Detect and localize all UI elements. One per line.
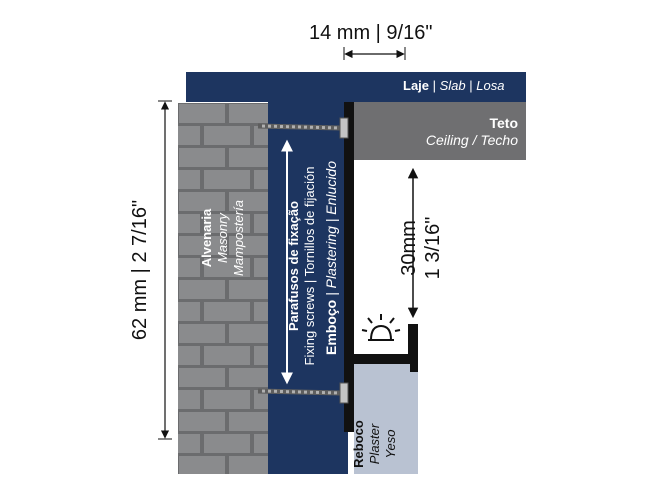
dimension-arrow-icon [343, 47, 406, 60]
dimension-arrow-icon [158, 100, 172, 440]
masonry-wall [178, 103, 268, 474]
light-fixture-icon [361, 314, 401, 341]
plastering-label: Emboço | Plastering | Enlucido [323, 160, 339, 356]
gap-dimension-label: 30mm 1 3/16" [398, 216, 444, 280]
ceiling-label: Teto Ceiling / Techo [425, 115, 518, 148]
slab-label: Laje | Slab | Losa [403, 78, 505, 93]
screw-icon [257, 382, 349, 404]
fixing-screws-label: Parafusos de fixação Fixing screws | Tor… [286, 166, 317, 366]
plaster-layer [354, 360, 418, 474]
slab-block [186, 72, 526, 102]
aluminium-profile [344, 102, 418, 432]
plaster-label: Reboco Plaster Yeso [351, 420, 398, 468]
masonry-label: Alvenaria Masonry Mampostería [199, 200, 246, 276]
top-width-label: 14 mm | 9/16" [309, 22, 433, 44]
ceiling-block [348, 102, 526, 160]
screw-icon [257, 117, 349, 139]
total-height-label: 62 mm | 2 7/16" [129, 199, 151, 341]
